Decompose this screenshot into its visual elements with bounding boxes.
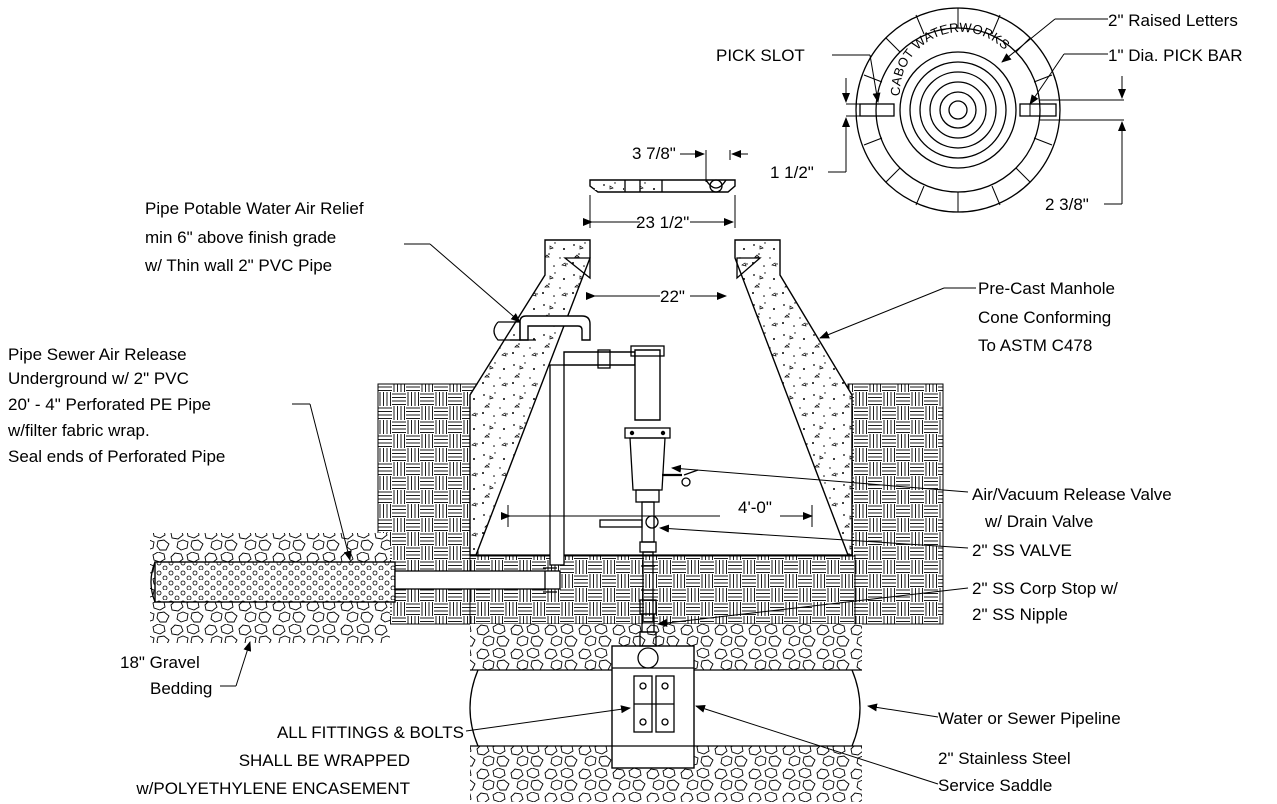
label-gravel-line2: Bedding (150, 679, 212, 698)
leader-lines (220, 18, 1108, 785)
label-fittings-line1: ALL FITTINGS & BOLTS (277, 723, 464, 742)
label-corp-line2: 2" SS Nipple (972, 605, 1068, 624)
label-saddle-line1: 2" Stainless Steel (938, 749, 1071, 768)
label-sewer-line5: Seal ends of Perforated Pipe (8, 447, 225, 466)
service-saddle (611, 645, 695, 769)
perforated-pe-pipe (150, 561, 396, 603)
label-potable-line3: w/ Thin wall 2" PVC Pipe (144, 256, 332, 275)
dimension-2-3-8: 2 3/8" (1040, 76, 1126, 214)
label-manhole-line1: Pre-Cast Manhole (978, 279, 1115, 298)
label-ss-valve: 2" SS VALVE (972, 541, 1072, 560)
label-potable-line1: Pipe Potable Water Air Relief (145, 199, 364, 218)
dimension-22-text: 22" (660, 287, 685, 306)
dimension-1-1-2: 1 1/2" (770, 78, 878, 182)
label-sewer-line4: w/filter fabric wrap. (7, 421, 150, 440)
label-fittings-line2: SHALL BE WRAPPED (239, 751, 410, 770)
label-corp-line1: 2" SS Corp Stop w/ (972, 579, 1118, 598)
native-soil-right (847, 383, 944, 625)
label-fittings-line3: w/POLYETHYLENE ENCASEMENT (135, 779, 410, 798)
label-sewer-line1: Pipe Sewer Air Release (8, 345, 187, 364)
dimension-4-0-text: 4'-0" (738, 498, 772, 517)
label-manhole-line3: To ASTM C478 (978, 336, 1092, 355)
label-saddle-line2: Service Saddle (938, 776, 1052, 795)
dimension-2-3-8-text: 2 3/8" (1045, 195, 1089, 214)
air-release-riser (549, 345, 699, 669)
dimension-23-1-2: 23 1/2" (583, 195, 736, 232)
label-avrv-line1: Air/Vacuum Release Valve (972, 485, 1172, 504)
label-pipeline: Water or Sewer Pipeline (938, 709, 1121, 728)
potable-air-relief-pipe (493, 315, 591, 341)
label-sewer-line2: Underground w/ 2" PVC (8, 369, 189, 388)
label-gravel-line1: 18" Gravel (120, 653, 200, 672)
label-manhole-line2: Cone Conforming (978, 308, 1111, 327)
label-pick-slot: PICK SLOT (716, 46, 805, 65)
dimension-22: 22" (586, 287, 727, 306)
label-avrv-line2: w/ Drain Valve (984, 512, 1093, 531)
manhole-cover-section (589, 179, 736, 193)
soil-under-chamber (469, 555, 856, 625)
dimension-3-7-8-text: 3 7/8" (632, 144, 676, 163)
dimension-4-0: 4'-0" (501, 498, 813, 527)
label-sewer-line3: 20' - 4" Perforated PE Pipe (8, 395, 211, 414)
dimension-3-7-8: 3 7/8" (632, 144, 748, 182)
dimension-23-1-2-text: 23 1/2" (636, 213, 689, 232)
cover-raised-lettering: CABOT WATERWORKS (888, 20, 1013, 96)
label-raised-letters: 2" Raised Letters (1108, 11, 1238, 30)
label-pick-bar: 1" Dia. PICK BAR (1108, 46, 1243, 65)
label-potable-line2: min 6" above finish grade (145, 228, 336, 247)
manhole-cover-plan: CABOT WATERWORKS (855, 7, 1061, 213)
sewer-pvc-pipe (394, 567, 561, 593)
dimension-1-1-2-text: 1 1/2" (770, 163, 814, 182)
